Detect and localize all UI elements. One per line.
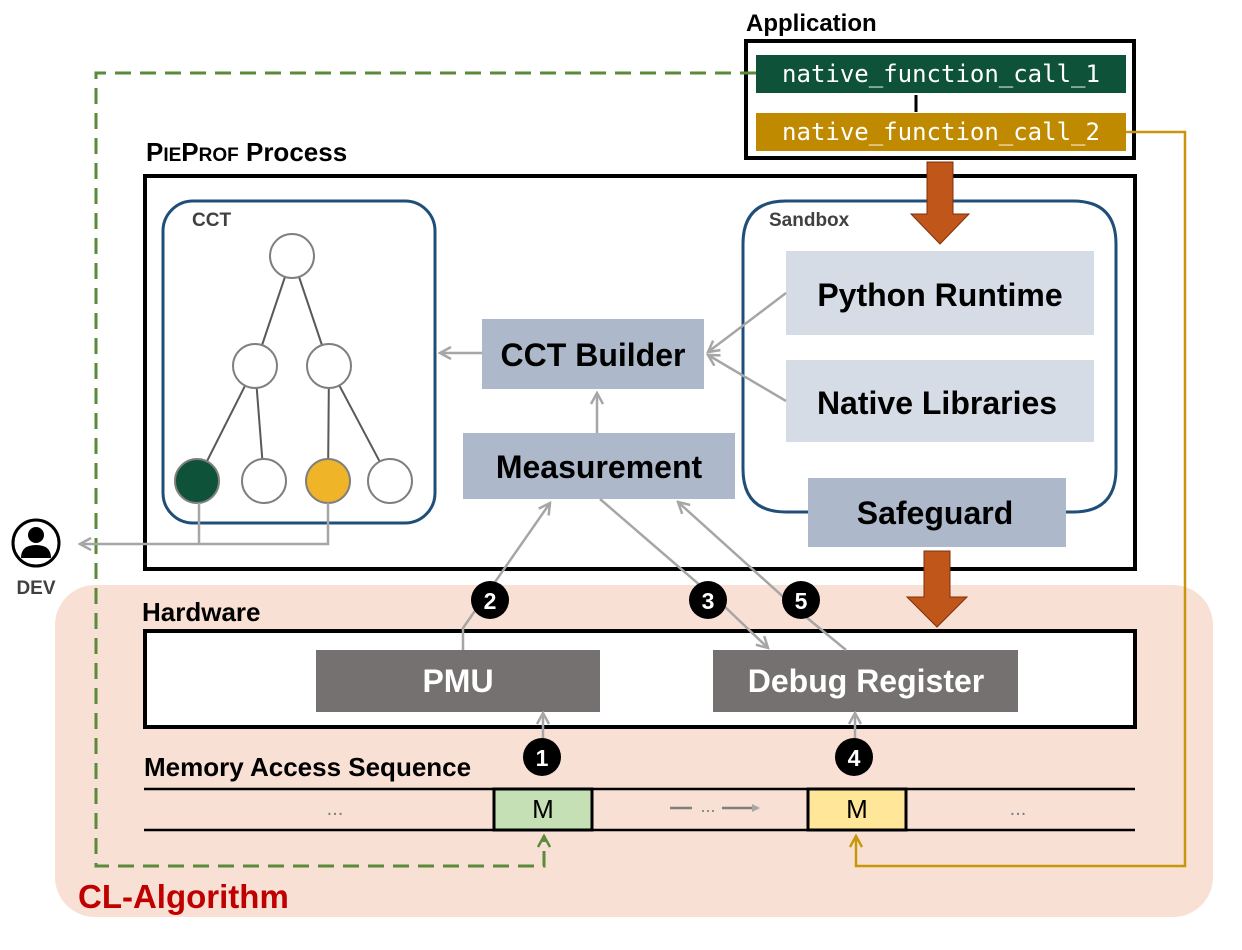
cct-node-mid-left — [232, 343, 278, 389]
pieprof-title: PIEPROF Process — [146, 137, 347, 167]
safeguard-label: Safeguard — [857, 495, 1013, 531]
cct-builder-label: CCT Builder — [501, 337, 686, 373]
cct-panel — [161, 199, 437, 525]
cct-node-leaf-gold — [305, 458, 351, 504]
native-call-1-box — [756, 55, 1126, 93]
dev-label: DEV — [16, 578, 55, 599]
step-3-label: 3 — [702, 588, 715, 614]
native-call-2-box — [756, 113, 1126, 151]
cct-node-leaf-2 — [241, 458, 287, 504]
python-to-builder-arrow — [708, 292, 787, 352]
safeguard-box — [808, 478, 1066, 547]
developer-icon — [11, 518, 61, 568]
native-call-2-label: native_function_call_2 — [782, 118, 1100, 146]
step-3-badge — [689, 581, 727, 619]
memory-cell-1-label: M — [532, 794, 554, 824]
native-libraries-label: Native Libraries — [817, 385, 1057, 421]
cct-node-mid-right — [306, 343, 352, 389]
native-libraries-box — [786, 360, 1094, 442]
native-call-1-label: native_function_call_1 — [782, 60, 1100, 88]
step-4-badge — [835, 738, 873, 776]
memory-cell-1 — [492, 787, 594, 832]
memory-ellipsis-mid: ... — [700, 796, 715, 816]
step-5-badge — [782, 581, 820, 619]
hardware-title: Hardware — [142, 597, 261, 627]
memory-ellipsis-right: ... — [1010, 798, 1027, 820]
memory-ellipsis-left: ... — [327, 798, 344, 820]
measurement-box — [463, 433, 735, 499]
green-dashed-path — [94, 71, 756, 868]
step-2-label: 2 — [484, 588, 497, 614]
application-title: Application — [746, 10, 877, 37]
memory-cell-2 — [806, 787, 908, 832]
step-5-label: 5 — [795, 588, 808, 614]
cct-node-root — [269, 233, 315, 279]
cct-to-dev-connector — [80, 503, 330, 544]
python-runtime-box — [786, 251, 1094, 335]
native-to-builder-arrow — [708, 355, 787, 403]
pmu-label: PMU — [422, 663, 493, 699]
cct-label: CCT — [192, 210, 231, 231]
safeguard-to-hardware-arrow — [905, 550, 969, 628]
memory-cell-2-label: M — [846, 794, 868, 824]
cct-node-leaf-green — [174, 458, 220, 504]
step-1-badge — [523, 738, 561, 776]
gold-path — [856, 130, 1187, 868]
measurement-label: Measurement — [496, 449, 703, 485]
step-2-badge — [471, 581, 509, 619]
python-runtime-label: Python Runtime — [817, 277, 1062, 313]
application-to-sandbox-arrow — [909, 161, 971, 245]
flow-2-arrow — [461, 503, 550, 650]
step-1-label: 1 — [536, 745, 549, 771]
step-4-label: 4 — [848, 745, 861, 771]
debug-register-label: Debug Register — [748, 663, 984, 699]
debug-register-box — [713, 650, 1018, 712]
memory-sequence-title: Memory Access Sequence — [144, 752, 471, 782]
sandbox-label: Sandbox — [769, 210, 850, 231]
cl-algorithm-label: CL-Algorithm — [78, 878, 289, 915]
cct-builder-box — [482, 319, 704, 389]
cct-node-leaf-4 — [367, 458, 413, 504]
pmu-box — [316, 650, 600, 712]
